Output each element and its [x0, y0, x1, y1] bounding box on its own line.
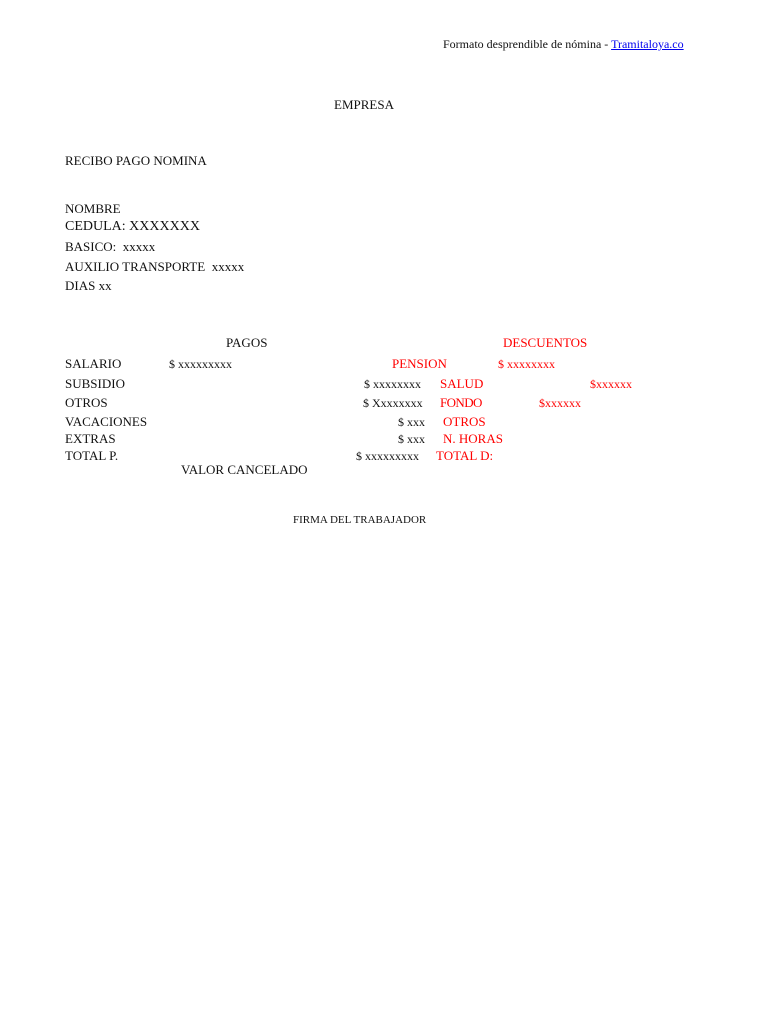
descuentos-label-otros: OTROS [443, 414, 486, 429]
auxilio-value: xxxxx [211, 259, 245, 274]
pagos-value-otros: $ Xxxxxxxx [363, 396, 423, 410]
pagos-value-total: $ xxxxxxxxx [356, 449, 419, 463]
employee-basico: BASICO: xxxxx [65, 239, 155, 255]
source-note-prefix: Formato desprendible de nómina - [443, 37, 612, 51]
firma-trabajador: FIRMA DEL TRABAJADOR [293, 514, 427, 526]
valor-cancelado: VALOR CANCELADO [181, 462, 308, 477]
tramitaloya-link[interactable]: Tramitaloya.co [611, 37, 684, 51]
pagos-value-salario: $ xxxxxxxxx [169, 357, 232, 371]
employee-dias: DIAS xx [65, 278, 112, 293]
pagos-value-extras: $ xxx [398, 432, 425, 446]
basico-value: xxxxx [122, 239, 156, 254]
descuentos-label-total: TOTAL D: [436, 448, 494, 463]
employee-name: NOMBRE [65, 201, 121, 216]
source-note: Formato desprendible de nómina - Tramita… [443, 37, 684, 52]
descuentos-value-fondo: $xxxxxx [539, 396, 581, 410]
basico-label: BASICO: [65, 239, 117, 254]
descuentos-value-salud: $xxxxxx [590, 377, 632, 391]
pagos-label-subsidio: SUBSIDIO [65, 376, 125, 391]
employee-auxilio: AUXILIO TRANSPORTE xxxxx [65, 259, 244, 275]
pagos-label-otros: OTROS [65, 395, 108, 410]
pagos-label-salario: SALARIO [65, 356, 122, 371]
descuentos-label-horas: N. HORAS [443, 431, 503, 446]
descuentos-label-salud: SALUD [440, 376, 484, 391]
pagos-label-vacaciones: VACACIONES [65, 414, 148, 429]
pagos-value-vacaciones: $ xxx [398, 415, 425, 429]
pagos-value-subsidio: $ xxxxxxxx [364, 377, 421, 391]
document-title: RECIBO PAGO NOMINA [65, 153, 207, 168]
employee-cedula: CEDULA: XXXXXXX [65, 219, 200, 234]
descuentos-heading: DESCUENTOS [503, 335, 588, 350]
descuentos-value-pension: $ xxxxxxxx [498, 357, 555, 371]
descuentos-label-fondo: FONDO [440, 395, 482, 410]
company-name: EMPRESA [334, 97, 394, 112]
pagos-label-total: TOTAL P. [65, 448, 119, 463]
descuentos-label-pension: PENSION [392, 356, 447, 371]
pagos-heading: PAGOS [226, 335, 268, 350]
pagos-label-extras: EXTRAS [65, 431, 116, 446]
auxilio-label: AUXILIO TRANSPORTE [65, 259, 206, 274]
